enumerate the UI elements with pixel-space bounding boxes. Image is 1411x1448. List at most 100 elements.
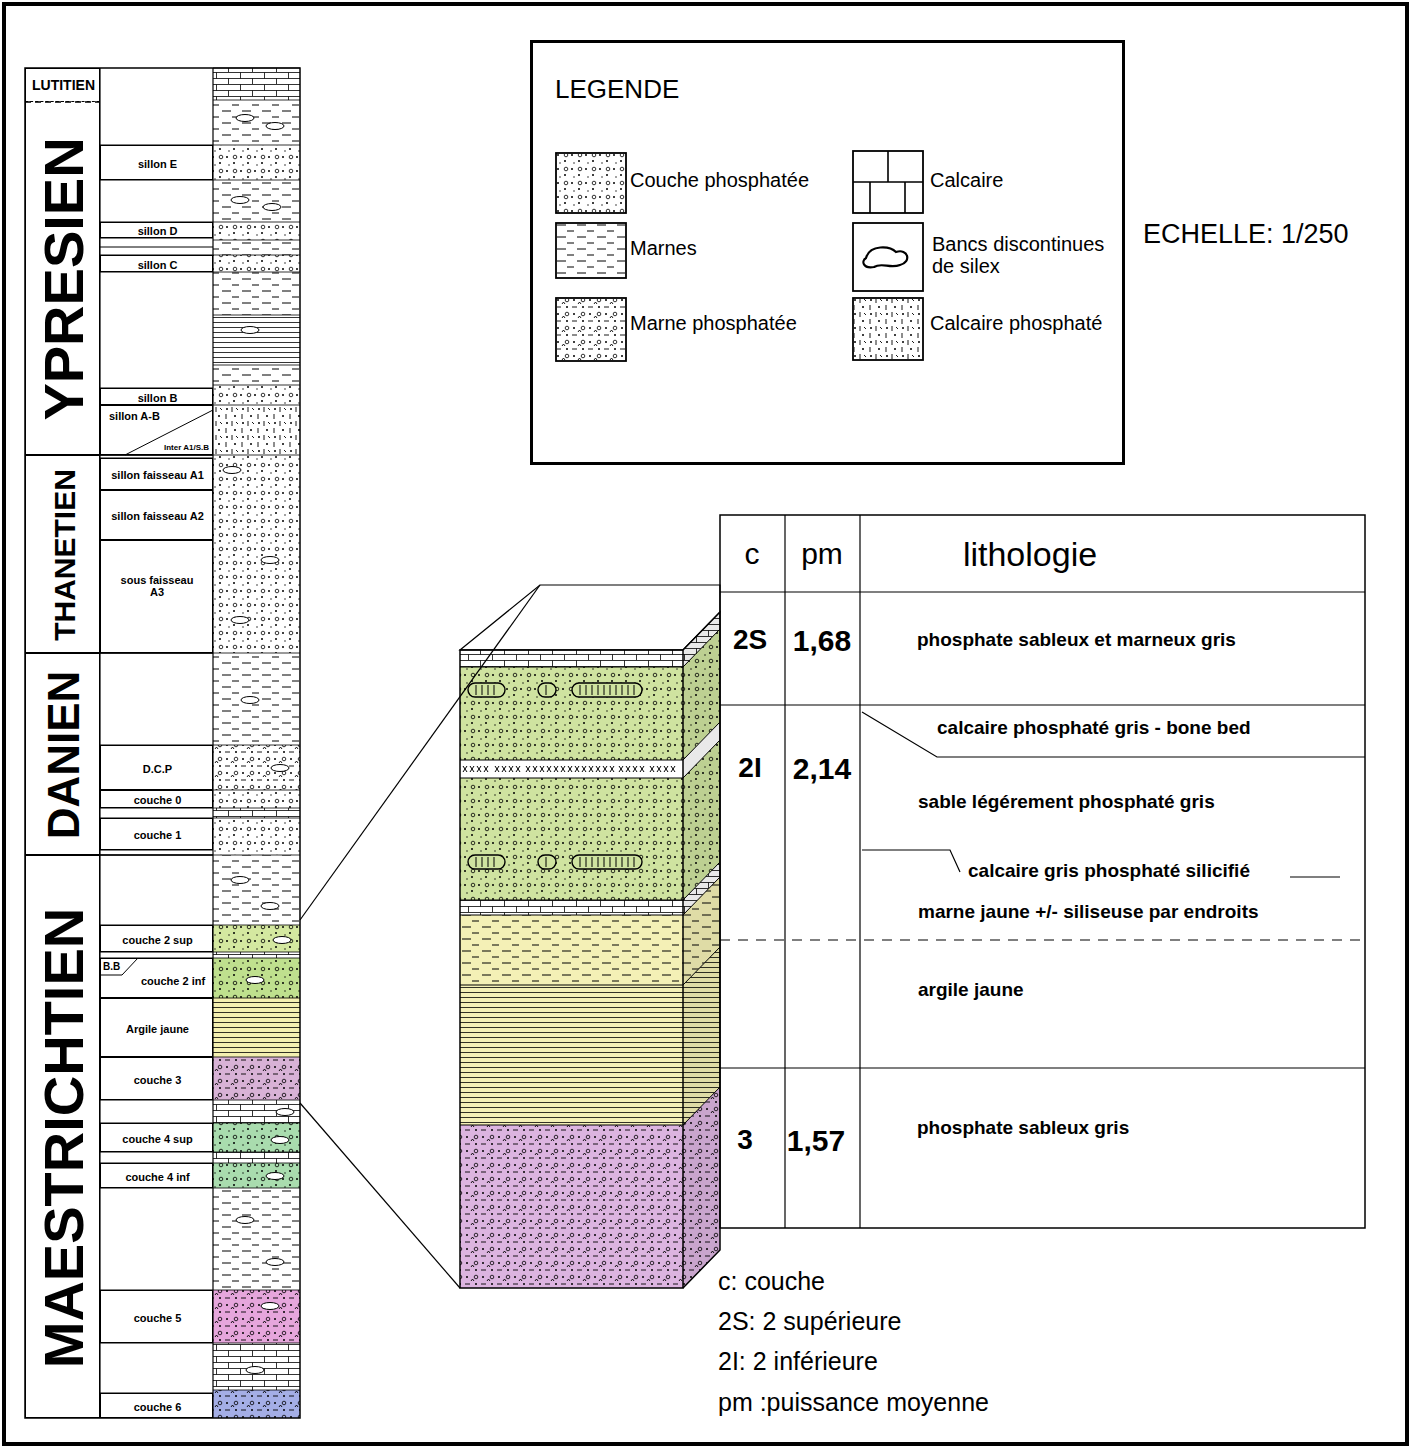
silex-texture [616, 685, 617, 695]
bone-bed-mark [516, 766, 520, 772]
rock-layer [213, 180, 300, 222]
legend-title: LEGENDE [555, 75, 679, 104]
bone-bed-mark [582, 766, 586, 772]
silex-texture [610, 857, 611, 867]
layer-boundary [213, 385, 300, 386]
lithology-description: sable légérement phosphaté gris [918, 792, 1215, 813]
bone-bed-mark [589, 766, 593, 772]
rock-pattern [213, 145, 300, 180]
silex-texture [634, 685, 635, 695]
bone-bed-mark [495, 766, 499, 772]
table-rule [1290, 876, 1340, 877]
silex-texture [598, 857, 599, 867]
silex-texture [634, 857, 635, 867]
bone-bed-mark [533, 766, 537, 772]
layer-boundary [213, 1188, 300, 1189]
bone-bed-mark [540, 766, 544, 772]
swatch-pattern [557, 299, 625, 360]
layer-boundary [460, 877, 720, 915]
layer-name: couche 0 [134, 794, 182, 806]
stage-name: MAESTRICHTIEN [33, 907, 95, 1367]
bone-bed-mark [619, 766, 623, 772]
block-pattern [460, 667, 683, 760]
rock-pattern [213, 180, 300, 222]
rock-layer [213, 1290, 300, 1343]
layer-boundary [213, 180, 300, 181]
rock-pattern [213, 1057, 300, 1100]
legend-entry: Bancs discontinues de silex [533, 43, 1122, 462]
layer-name-cell: sillon C [100, 255, 213, 272]
bone-bed-mark [509, 766, 513, 772]
stage-band: MAESTRICHTIEN [25, 855, 100, 1418]
table-rule [720, 1067, 1365, 1068]
bone-bed-mark [502, 766, 506, 772]
bone-bed-mark [547, 766, 551, 772]
block-layer [460, 915, 683, 985]
rock-layer [213, 1152, 300, 1163]
silex-texture [604, 857, 605, 867]
layer-name: couche 3 [134, 1073, 182, 1085]
layer-name-cell: sillon B [100, 388, 213, 405]
bone-bed-mark [640, 766, 644, 772]
block-pattern [460, 900, 683, 915]
page-frame [4, 4, 1407, 1444]
rock-pattern [213, 100, 300, 145]
layer-name-cell: sillon E [100, 145, 213, 180]
bone-bed-mark [664, 766, 668, 772]
silex-texture [580, 685, 581, 695]
block-side-pattern [683, 1087, 720, 1288]
layer-name-cell: sillon D [100, 222, 213, 238]
lithology-description: calcaire phosphaté gris - bone bed [937, 718, 1251, 739]
table-frame [720, 515, 1365, 1228]
rock-pattern [213, 745, 300, 790]
layer-boundary [213, 790, 300, 791]
silex-nodule [266, 1173, 284, 1180]
rock-layer [213, 808, 300, 818]
silex-texture [482, 685, 483, 695]
layer-name: sillon A-B [109, 410, 160, 422]
layer-name-cell: couche 1 [100, 818, 213, 850]
layer-name: sillon E [138, 157, 177, 169]
abbreviation-note: 2I: 2 inférieure [718, 1348, 878, 1376]
table-rule [720, 591, 1365, 592]
bone-bed-mark [516, 766, 520, 772]
layer-boundary [213, 405, 300, 406]
rock-pattern [213, 365, 300, 385]
stage-band: THANETIEN [25, 455, 100, 653]
rock-layer [213, 925, 300, 952]
lithology-description: argile jaune [918, 980, 1024, 1001]
rock-pattern [213, 1290, 300, 1343]
silex-nodule [231, 877, 249, 884]
silex-texture [476, 685, 477, 695]
bone-bed-mark [671, 766, 675, 772]
silex-nodule [266, 1259, 284, 1266]
rock-layer [213, 365, 300, 385]
layer-code: 2S [733, 625, 767, 656]
bone-bed-mark [664, 766, 668, 772]
table-rule [720, 939, 1365, 940]
layer-name: sillon faisseau A2 [111, 510, 204, 522]
swatch-pattern [854, 299, 922, 359]
silex-texture [592, 685, 593, 695]
lithology-description: marne jaune +/- siliseuse par endroits [918, 902, 1259, 923]
bone-bed-mark [533, 766, 537, 772]
table-rule [859, 515, 860, 1228]
layer-name-cell: couche 2 sup [100, 925, 213, 952]
bone-bed-mark [554, 766, 558, 772]
silex-nodule [241, 697, 259, 704]
legend-label: Couche phosphatée [630, 169, 809, 191]
bone-bed-mark [589, 766, 593, 772]
layer-boundary [213, 1163, 300, 1164]
block-layer [460, 1125, 683, 1288]
layer-name-cell: couche 6 [100, 1393, 213, 1418]
bone-bed-mark [547, 766, 551, 772]
lithology-description: phosphate sableux gris [917, 1118, 1129, 1139]
silex-nodule [246, 977, 264, 984]
silex-nodule [231, 197, 249, 204]
sub-layer-name: Inter A1/S.B [164, 444, 209, 453]
rock-layer [213, 998, 300, 1057]
layer-name-cell: couche 3 [100, 1057, 213, 1100]
rock-layer [213, 790, 300, 808]
layer-boundary [213, 315, 300, 316]
rock-layer [213, 100, 300, 145]
